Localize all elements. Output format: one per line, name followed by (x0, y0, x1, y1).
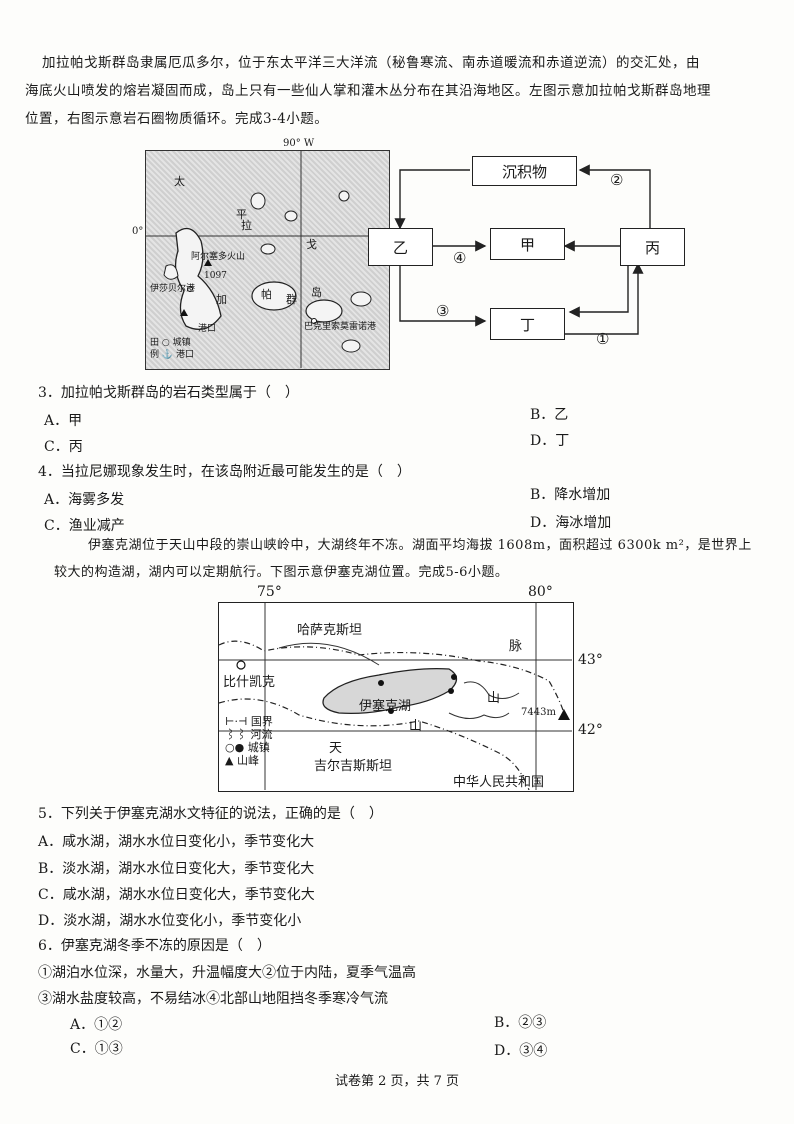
map2-mai-label: 脉 (509, 639, 523, 654)
galapagos-map: 阿尔塞多火山 1097 伊莎贝尔港 加 拉 帕 戈 群 岛 巴克里索莫雷诺港 港… (145, 150, 390, 370)
q6-option-d[interactable]: D．③④ (494, 1043, 548, 1059)
q6-option-a[interactable]: A．①② (70, 1017, 123, 1033)
map1-legend: 田 ○ 城镇 例 ⚓ 港口 (150, 337, 194, 361)
map2-china-label: 中华人民共和国 (453, 775, 545, 790)
map1-la-label: 拉 (241, 219, 252, 232)
map1-town2-label: 港口 (198, 324, 217, 334)
cycle-node-sediment: 沉积物 (472, 156, 577, 186)
map1-ge-label: 戈 (306, 238, 317, 251)
map2-lon80: 80° (528, 584, 553, 600)
cycle-label-4: ④ (453, 249, 467, 267)
anchor-icon: ⚓ (161, 350, 174, 360)
map2-shan2-label: 山 (409, 719, 423, 734)
map1-lon-label: 90° W (283, 138, 315, 149)
q6-stem: 6．伊塞克湖冬季不冻的原因是（ ） (38, 938, 271, 954)
galapagos-map-svg (146, 151, 388, 368)
q5-option-d[interactable]: D．淡水湖，湖水水位变化小，季节变化小 (38, 913, 302, 929)
q3-option-a[interactable]: A．甲 (44, 413, 83, 429)
map2-kyr-label: 吉尔吉斯斯坦 (314, 759, 393, 774)
map2-legend-river: 河流 (250, 728, 273, 741)
map2-kaz-label: 哈萨克斯坦 (297, 623, 363, 638)
q4-option-a[interactable]: A．海雾多发 (44, 492, 125, 508)
q3-option-b[interactable]: B．乙 (530, 407, 569, 423)
q3-option-c[interactable]: C．丙 (44, 439, 83, 455)
q4-option-d[interactable]: D．海冰增加 (530, 515, 612, 531)
rock-cycle-arrows (394, 164, 651, 335)
map1-ping-label: 平 (236, 208, 247, 221)
map2-bish-label: 比什凯克 (223, 675, 276, 690)
border-icon: ⊢·⊣ (225, 715, 248, 728)
cycle-node-yi: 乙 (368, 228, 433, 266)
town-icon: ○● (225, 741, 245, 754)
map1-legend-tian: 田 (150, 338, 160, 348)
map2-peak-label: 7443m (521, 707, 556, 718)
q3-stem: 3．加拉帕戈斯群岛的岩石类型属于（ ） (38, 385, 299, 401)
map1-qun-label: 群 (286, 293, 297, 306)
map2-tian-label: 天 (329, 741, 343, 756)
cycle-label-2: ② (610, 171, 624, 189)
map2-legend-town: 城镇 (247, 741, 270, 754)
q4-option-c[interactable]: C．渔业减产 (44, 518, 125, 534)
map1-legend-li: 例 (150, 350, 160, 360)
city-icon: ○ (161, 338, 170, 348)
map2-lat42: 42° (578, 722, 603, 738)
q5-option-c[interactable]: C．咸水湖，湖水水位日变化大，季节变化大 (38, 887, 315, 903)
river-icon: ⌇⌇ (225, 728, 247, 741)
cycle-node-ding: 丁 (490, 308, 565, 340)
map1-port-label: 巴克里索莫雷诺港 (304, 322, 377, 332)
q4-stem: 4．当拉尼娜现象发生时，在该岛附近最可能发生的是（ ） (38, 464, 411, 480)
map2-shan1-label: 山 (487, 691, 501, 706)
map1-town1-label: 伊莎贝尔港 (150, 284, 196, 294)
cycle-node-jia: 甲 (490, 228, 565, 260)
q5-stem: 5．下列关于伊塞克湖水文特征的说法，正确的是（ ） (38, 806, 383, 822)
intro2-line1: 伊塞克湖位于天山中段的崇山峡岭中，大湖终年不冻。湖面平均海拔 1608m，面积超… (88, 538, 752, 553)
q6-statement-2: ③湖水盐度较高，不易结冰④北部山地阻挡冬季寒冷气流 (38, 991, 388, 1007)
map1-elev-label: 1097 (204, 271, 227, 281)
issyk-kul-map-svg (219, 603, 572, 790)
map1-ta-label: 太 (174, 175, 185, 188)
cycle-label-3: ③ (436, 302, 450, 320)
map1-lat-label: 0° (132, 226, 144, 237)
page-footer: 试卷第 2 页，共 7 页 (334, 1074, 460, 1089)
map1-dao-label: 岛 (311, 286, 322, 299)
map1-peak-label: 阿尔塞多火山 (191, 252, 246, 262)
q3-option-d[interactable]: D．丁 (530, 433, 570, 449)
cycle-label-1: ① (596, 330, 610, 348)
map2-lake-label: 伊塞克湖 (359, 699, 412, 714)
map2-lat43: 43° (578, 652, 603, 668)
q6-option-b[interactable]: B．②③ (494, 1015, 547, 1031)
map1-jia-label: 加 (216, 293, 227, 306)
map2-legend: ⊢·⊣ 国界 ⌇⌇ 河流 ○● 城镇 ▲ 山峰 (225, 715, 273, 767)
peak-icon: ▲ (225, 754, 234, 767)
intro1-line2: 海底火山喷发的熔岩凝固而成，岛上只有一些仙人掌和灌木丛分布在其沿海地区。左图示意… (25, 83, 711, 99)
map1-legend-port: 港口 (175, 350, 194, 360)
intro1-line3: 位置，右图示意岩石圈物质循环。完成3-4小题。 (25, 111, 329, 127)
q5-option-b[interactable]: B．淡水湖，湖水水位日变化大，季节变化大 (38, 861, 315, 877)
q6-option-c[interactable]: C．①③ (70, 1041, 123, 1057)
map1-legend-city: 城镇 (172, 338, 191, 348)
map2-legend-border: 国界 (250, 715, 273, 728)
cycle-node-bing: 丙 (620, 228, 685, 266)
issyk-kul-map: 哈萨克斯坦 脉 比什凯克 伊塞克湖 山 山 天 吉尔吉斯斯坦 中华人民共和国 7… (218, 602, 574, 792)
map2-lon75: 75° (257, 584, 282, 600)
q4-option-b[interactable]: B．降水增加 (530, 487, 611, 503)
intro2-line2: 较大的构造湖，湖内可以定期航行。下图示意伊塞克湖位置。完成5-6小题。 (54, 565, 509, 580)
intro1-line1: 加拉帕戈斯群岛隶属厄瓜多尔，位于东太平洋三大洋流（秘鲁寒流、南赤道暖流和赤道逆流… (42, 55, 700, 71)
q5-option-a[interactable]: A．咸水湖，湖水水位日变化小，季节变化大 (38, 834, 315, 850)
q6-statement-1: ①湖泊水位深，水量大，升温幅度大②位于内陆，夏季气温高 (38, 965, 416, 981)
map1-fu-label: 帕 (261, 288, 272, 301)
map2-legend-peak: 山峰 (236, 754, 259, 767)
